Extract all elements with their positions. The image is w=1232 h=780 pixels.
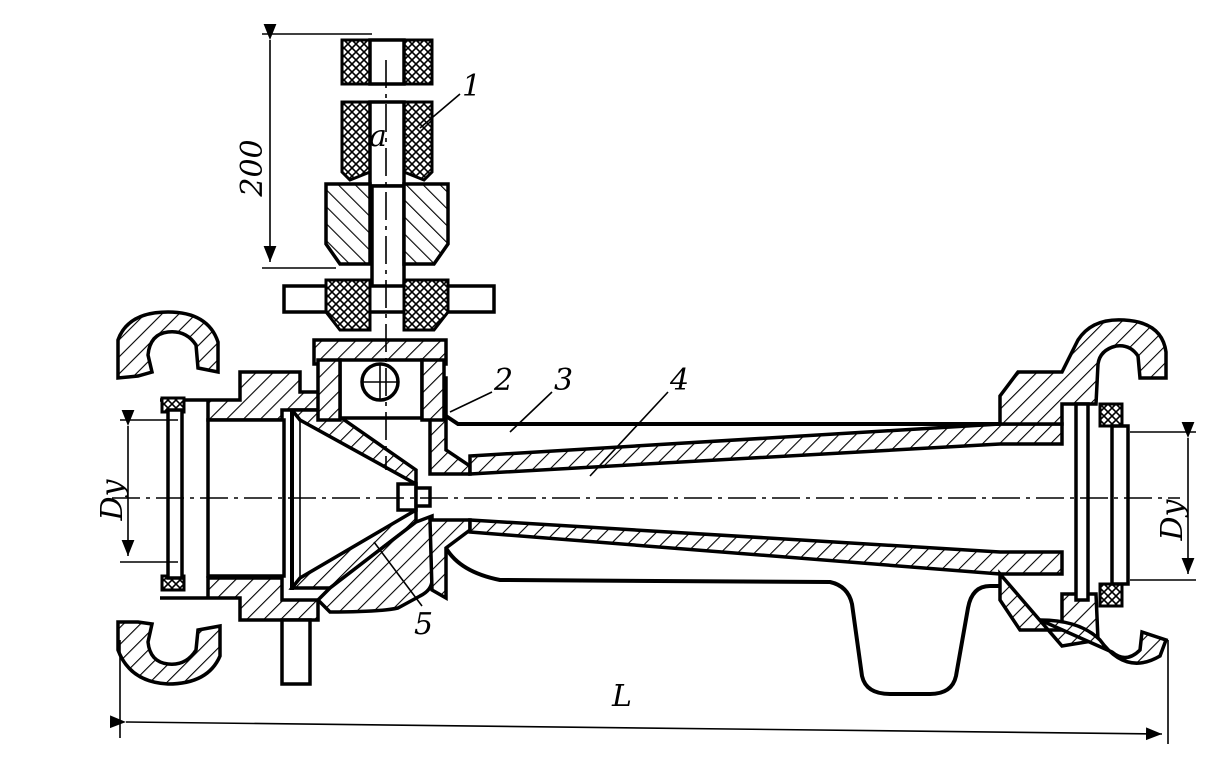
dimension-dy-left-label: Dy: [95, 478, 130, 521]
casing-3: [444, 414, 1000, 696]
callout-2-label: 2: [493, 363, 513, 398]
callout-3: 3: [509, 363, 573, 433]
dimension-200-label: 200: [235, 139, 270, 197]
callout-1-label: 1: [462, 69, 481, 104]
diffuser-4: [468, 422, 1064, 576]
valve-handle-1: [282, 38, 496, 422]
right-coupling-head: [998, 318, 1169, 665]
callout-4: 4: [589, 363, 689, 477]
callout-2: 2: [449, 363, 513, 413]
callout-3-label: 3: [554, 363, 573, 398]
callout-5: 5: [373, 541, 433, 642]
dimension-L-label: L: [611, 679, 632, 714]
callout-1: 1: [419, 69, 481, 129]
detail-a-label: a: [369, 119, 387, 154]
support-foot-left: [280, 618, 312, 686]
dimension-dy-right-label: Dy: [1155, 498, 1190, 541]
callout-4-label: 4: [669, 363, 689, 398]
right-gasket-bottom: [1098, 582, 1124, 608]
nozzle-5: [288, 408, 432, 590]
dimension-dy-right: Dy: [1130, 422, 1196, 581]
dimension-200: 200: [235, 24, 372, 269]
right-gasket-top: [1098, 402, 1124, 428]
dimension-L: L: [109, 640, 1169, 744]
dimension-dy-left: Dy: [95, 410, 178, 563]
callout-5-label: 5: [414, 607, 433, 642]
